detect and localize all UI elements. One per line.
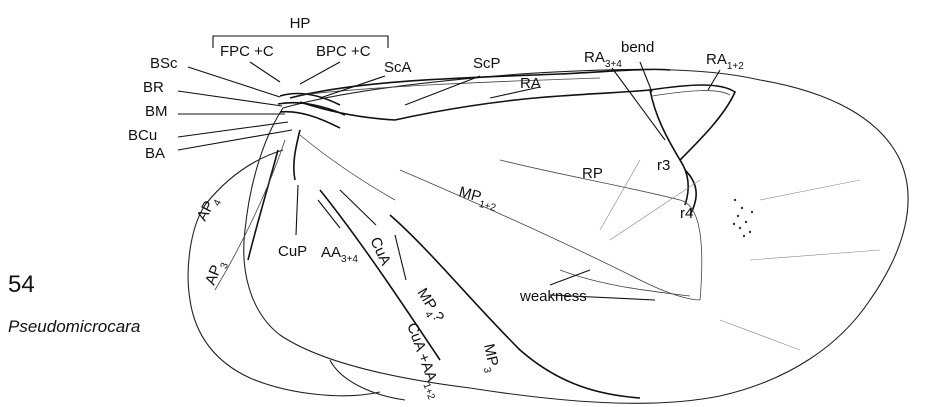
label-bend: bend bbox=[621, 39, 654, 56]
label-scp: ScP bbox=[473, 55, 501, 72]
label-ap3: AP3 bbox=[202, 257, 231, 289]
label-ap4: AP4 bbox=[194, 193, 225, 226]
label-ba: BA bbox=[145, 145, 165, 162]
hp-bracket: HP FPC +C BPC +C bbox=[212, 15, 389, 60]
label-ra: RA bbox=[520, 75, 541, 92]
label-bsc: BSc bbox=[150, 55, 178, 72]
label-br: BR bbox=[143, 79, 164, 96]
label-aa34: AA3+4 bbox=[321, 244, 358, 265]
label-r3: r3 bbox=[657, 157, 670, 174]
label-mp12: MP1+2 bbox=[456, 183, 500, 214]
label-bpc: BPC +C bbox=[316, 43, 371, 60]
wing-outline bbox=[187, 68, 909, 404]
figure-caption: 54 Pseudomicrocara bbox=[8, 271, 140, 336]
stipple-area bbox=[732, 198, 754, 238]
veins bbox=[214, 68, 881, 399]
label-fpc: FPC +C bbox=[220, 43, 274, 60]
genus-name: Pseudomicrocara bbox=[8, 317, 140, 336]
label-cua: CuA bbox=[366, 235, 394, 269]
leader-lines bbox=[177, 61, 721, 301]
label-rp: RP bbox=[582, 165, 603, 182]
label-cuaaa: CuA +AA1+2 bbox=[399, 321, 446, 402]
label-bcu: BCu bbox=[128, 127, 157, 144]
figure-number: 54 bbox=[8, 271, 35, 298]
label-cup: CuP bbox=[278, 243, 307, 260]
label-bm: BM bbox=[145, 103, 168, 120]
label-hp: HP bbox=[290, 15, 311, 32]
label-ra12: RA1+2 bbox=[706, 51, 744, 72]
label-ra34: RA3+4 bbox=[584, 49, 622, 70]
label-sca: ScA bbox=[384, 59, 412, 76]
label-r4: r4 bbox=[680, 205, 693, 222]
label-mp3: MP3 bbox=[476, 342, 502, 374]
label-weakness: weakness bbox=[519, 288, 587, 305]
